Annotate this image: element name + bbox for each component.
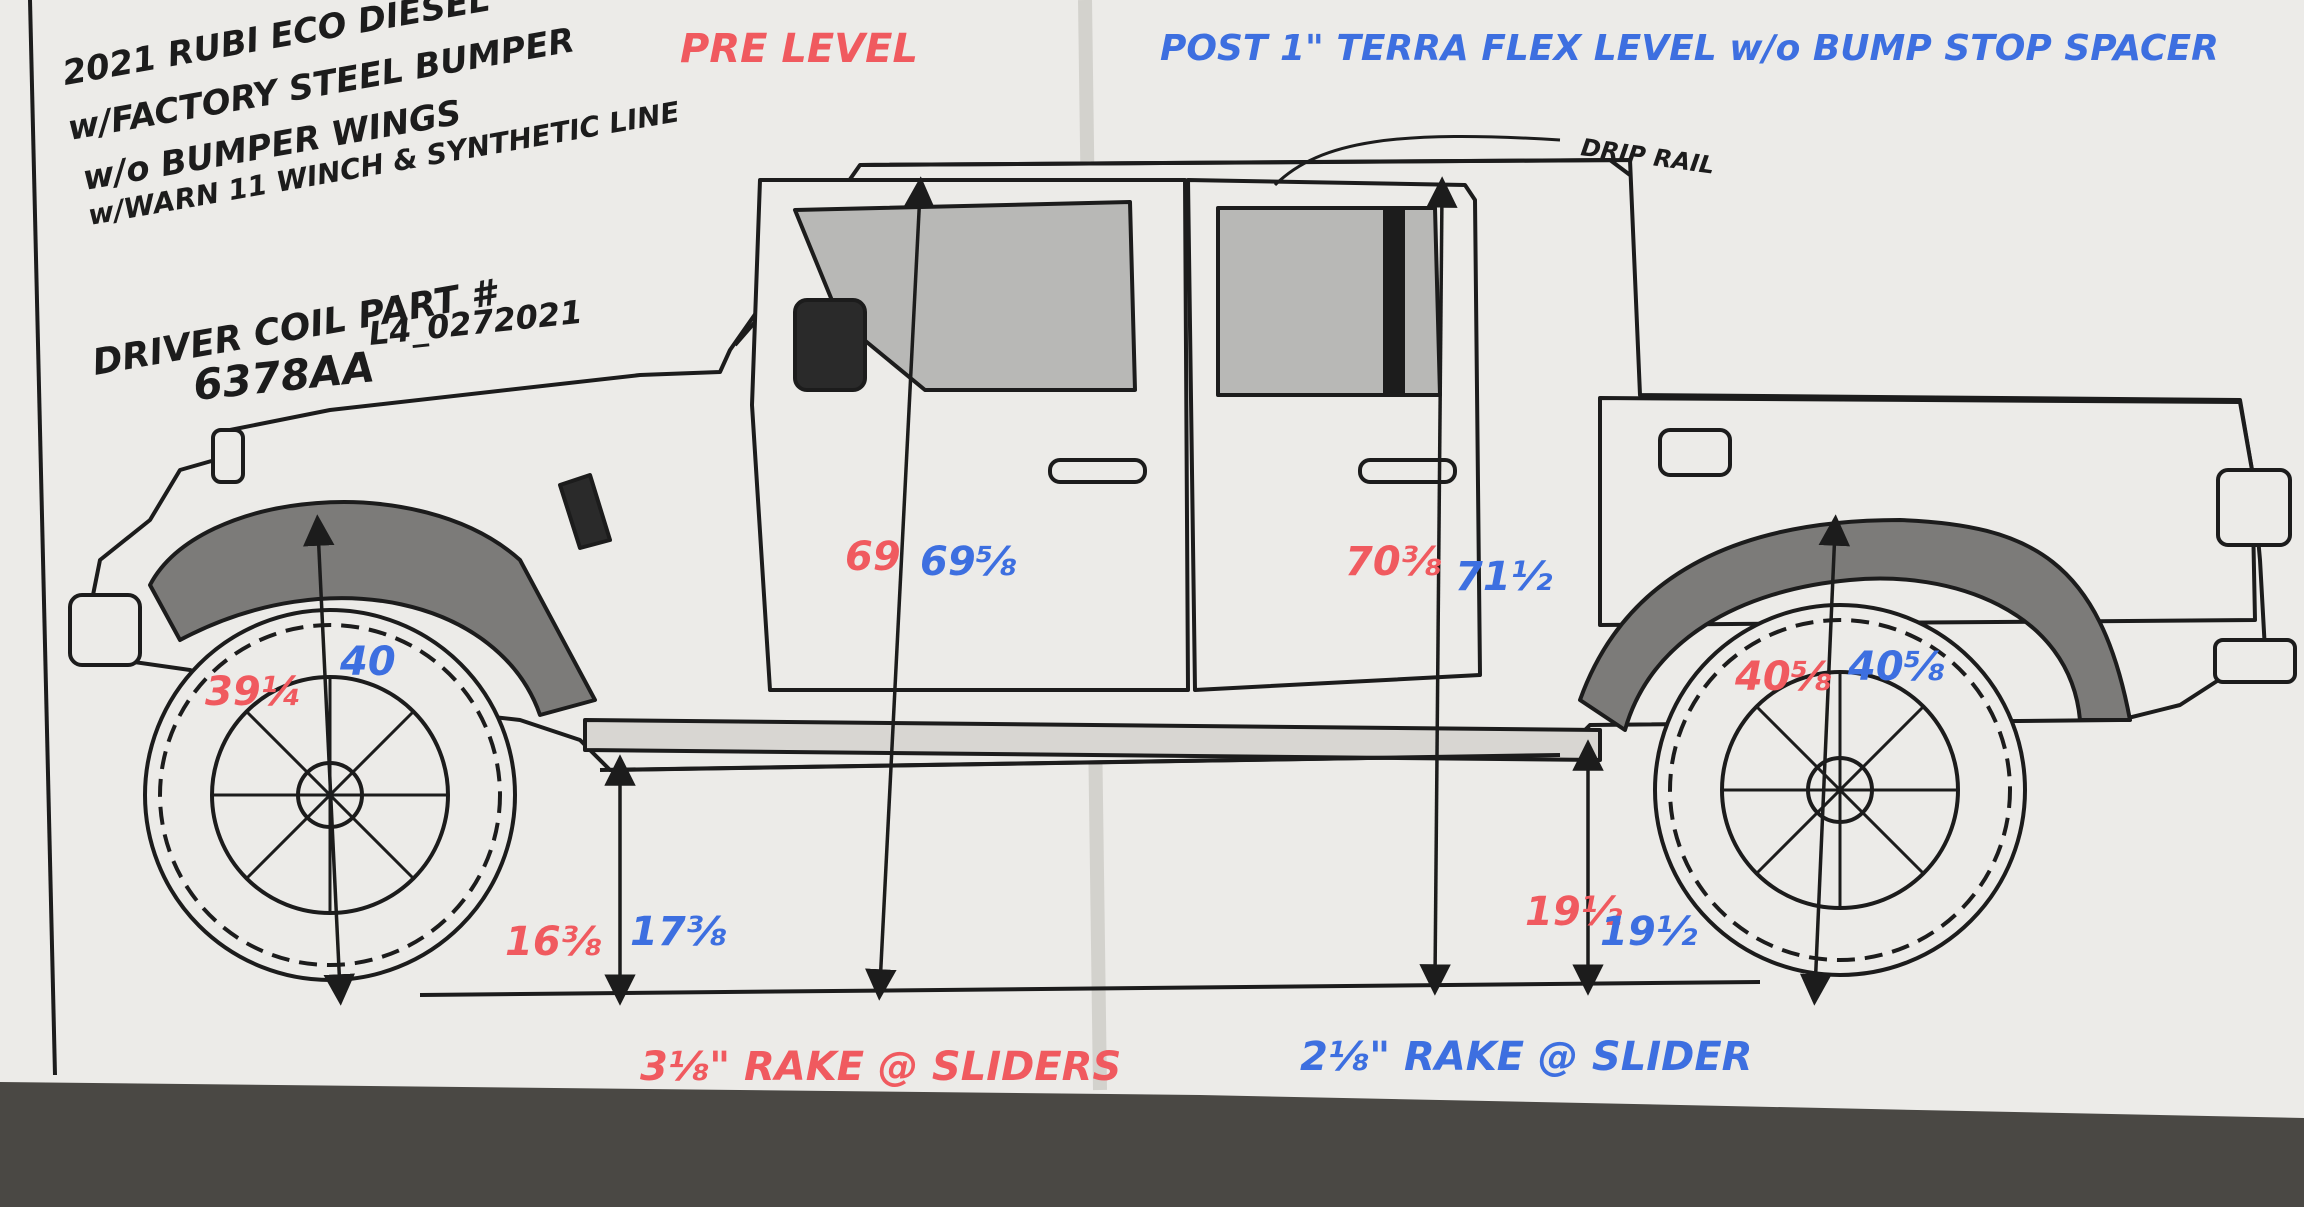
pre-front-fender: 39¼: [205, 669, 302, 715]
ground-line: [419, 980, 1761, 997]
paper-border-line: [28, 0, 57, 1076]
pre-front-roof: 69: [845, 534, 901, 580]
fuel-door: [1658, 428, 1732, 477]
post-front-roof: 69⅝: [920, 539, 1017, 585]
fender-vent: [558, 473, 612, 550]
pre-rear-slider: 19½: [1525, 889, 1623, 935]
rear-fender-flare: [1578, 518, 2132, 732]
running-line: [599, 753, 1561, 772]
post-rear-slider: 19½: [1600, 909, 1698, 955]
measurement-arrows: [303, 176, 1851, 1006]
pre-rear-fender: 40⅝: [1734, 654, 1832, 700]
front-door-handle: [1048, 458, 1147, 484]
rear-fender-arrow: [1799, 514, 1851, 1006]
rear-roof-arrow: [1419, 176, 1458, 996]
tail-light: [2216, 468, 2292, 547]
rear-bumper: [2213, 638, 2297, 684]
headlight: [211, 428, 245, 484]
jeep-gladiator-outline: [68, 158, 2297, 772]
post-rear-roof: 71½: [1455, 554, 1553, 600]
front-fender-arrow: [303, 514, 355, 1006]
front-roof-arrow: [865, 176, 935, 1001]
front-bumper: [68, 593, 142, 667]
window-pillar: [1383, 206, 1405, 397]
legend-post-level: POST 1" TERRA FLEX LEVEL w/o BUMP STOP S…: [1160, 28, 2219, 69]
roof-line: [859, 158, 1632, 177]
post-front-slider: 17⅜: [630, 909, 727, 955]
rake-pre-sliders: 3⅛" RAKE @ SLIDERS: [640, 1044, 1121, 1090]
side-mirror: [793, 298, 867, 392]
pre-rear-roof: 70⅜: [1345, 539, 1442, 585]
rear-wheel: [1653, 603, 2027, 977]
drip-rail-leader: [1273, 134, 1561, 187]
rear-window: [1216, 206, 1442, 397]
post-front-fender: 40: [339, 639, 396, 685]
pre-front-slider: 16⅜: [505, 919, 602, 965]
rear-wheel-spokes: [1722, 672, 1958, 908]
post-rear-fender: 40⅝: [1847, 644, 1945, 690]
legend-pre-level: PRE LEVEL: [680, 26, 918, 72]
rake-post-slider: 2⅛" RAKE @ SLIDER: [1300, 1034, 1752, 1080]
